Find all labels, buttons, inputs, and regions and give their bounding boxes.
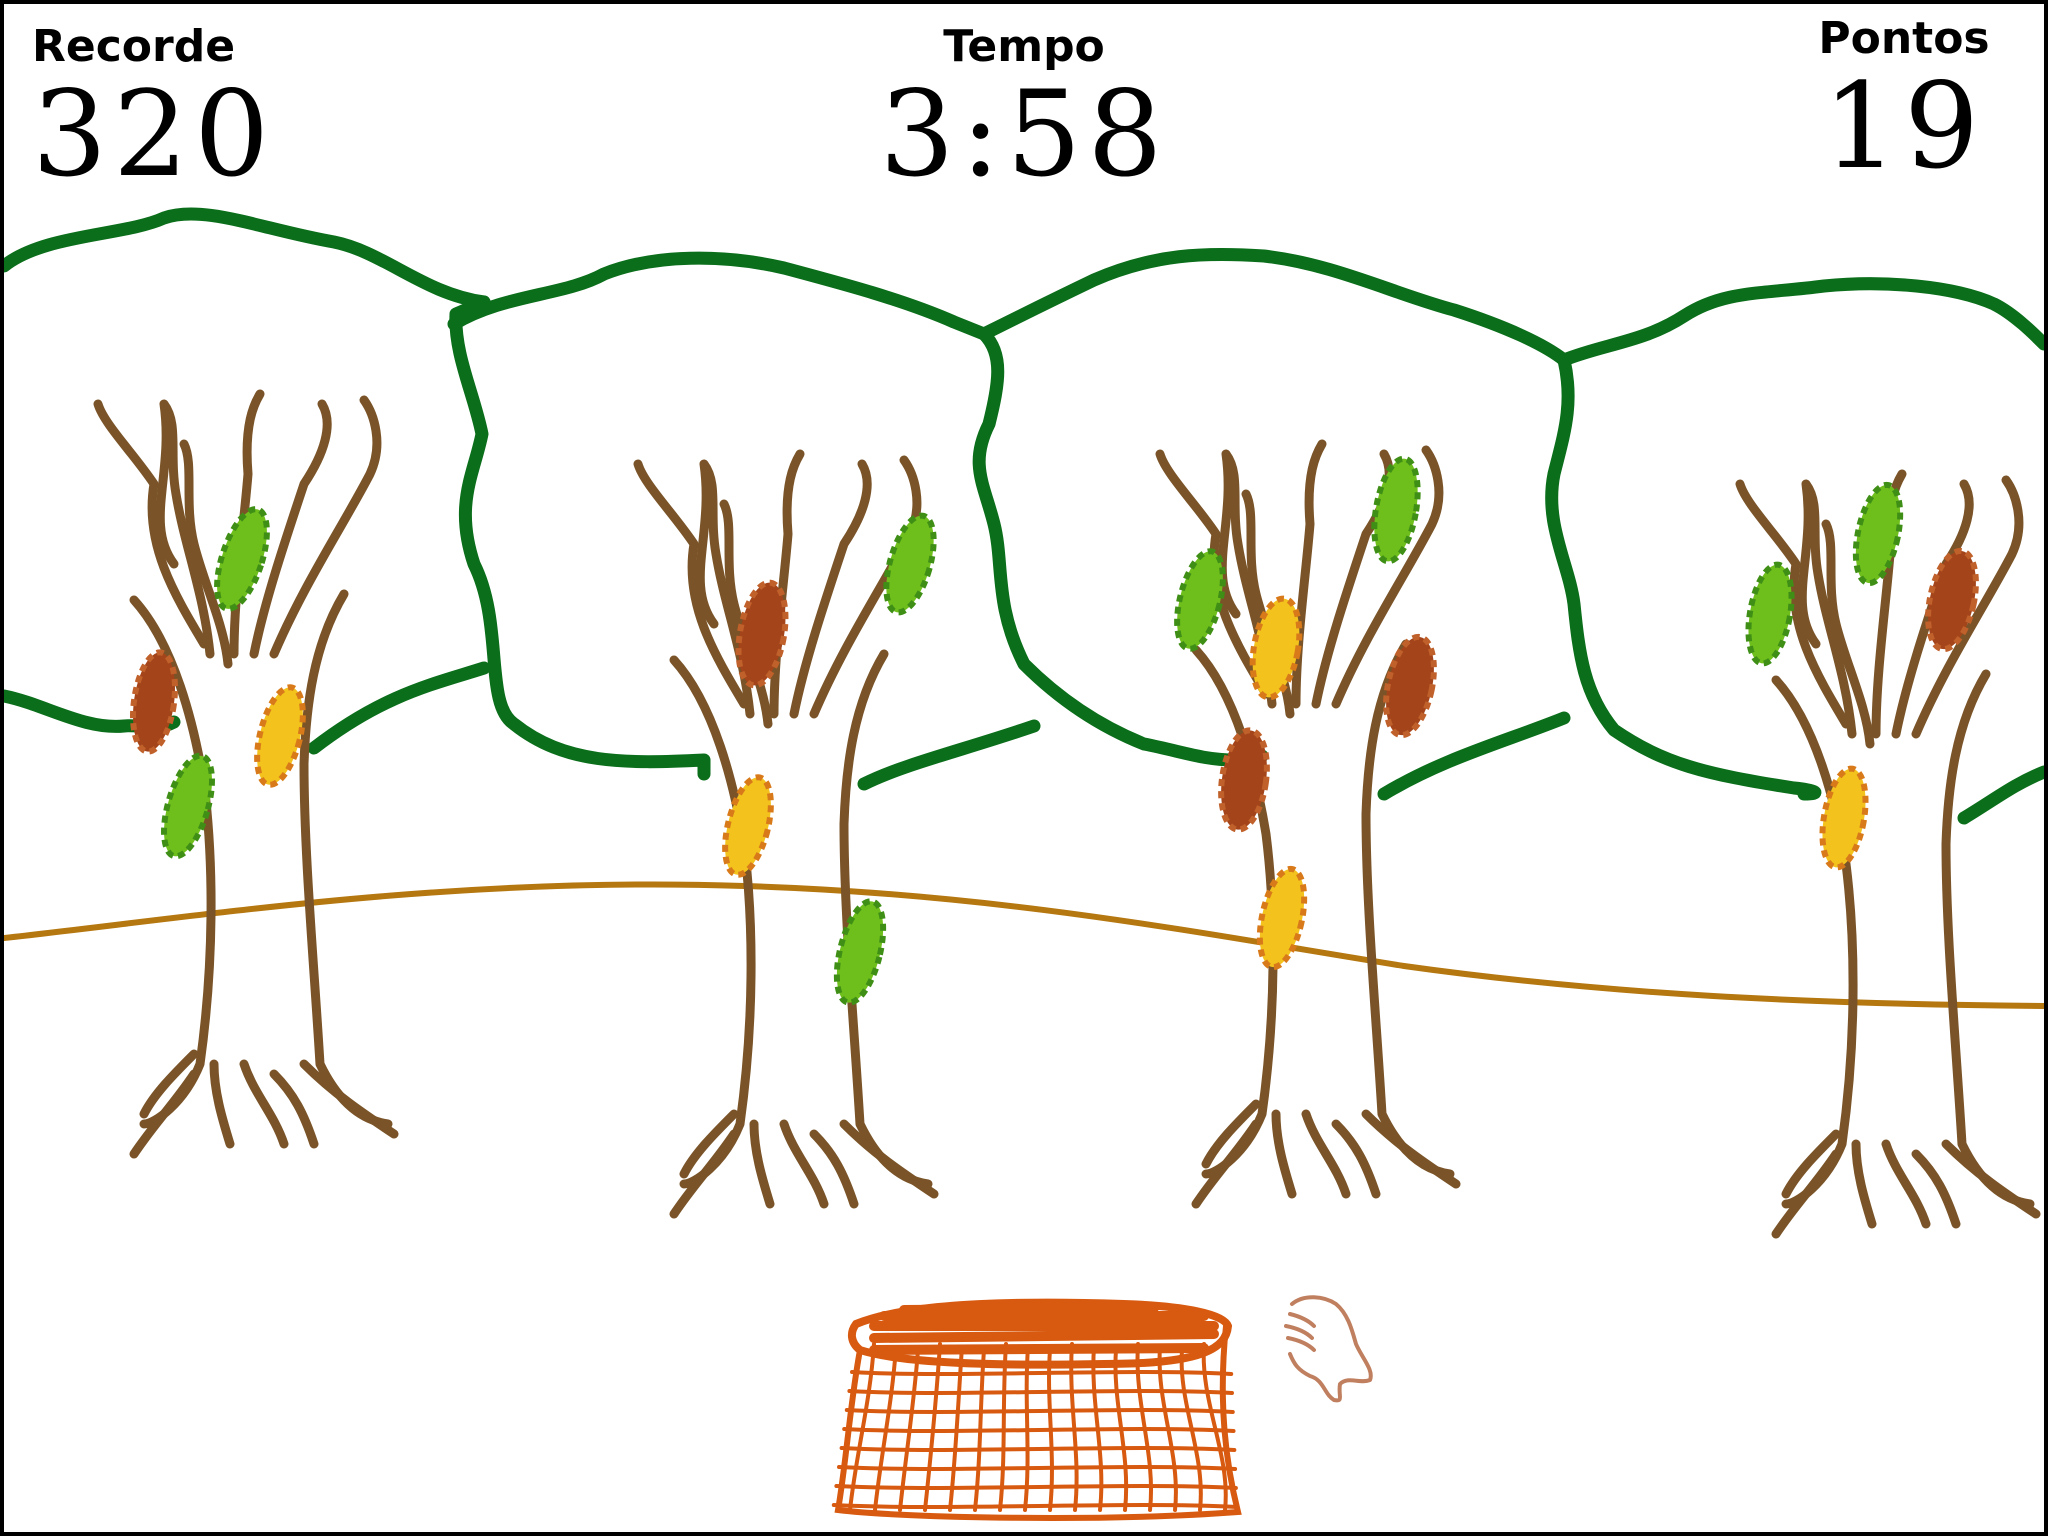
fruit-green[interactable]: [1848, 481, 1908, 587]
fruit-brown[interactable]: [127, 649, 181, 755]
score-label: Pontos: [1818, 13, 1990, 64]
fruit-green[interactable]: [877, 510, 943, 617]
fruits-group: [127, 455, 1984, 1008]
basket-icon[interactable]: [831, 1298, 1242, 1521]
fruit-brown[interactable]: [1920, 547, 1984, 654]
fruit-green[interactable]: [154, 751, 221, 862]
canopy-outline-1: [4, 207, 491, 309]
tree-1: [93, 389, 399, 1159]
fruit-green[interactable]: [828, 897, 892, 1008]
canopy-group: [4, 207, 2044, 825]
canopy-outline-4: [449, 295, 711, 781]
score-panel: Pontos 19: [1784, 13, 2024, 195]
fruit-green[interactable]: [1367, 455, 1424, 565]
fruit-yellow[interactable]: [716, 773, 779, 880]
fruit-brown[interactable]: [1215, 727, 1272, 833]
timer-label: Tempo: [943, 21, 1105, 72]
canopy-outline-6: [1545, 353, 1822, 801]
trees-group: [93, 389, 2041, 1239]
fruit-green[interactable]: [1742, 561, 1799, 667]
canopy-outline-7: [1377, 277, 2044, 825]
fruit-green[interactable]: [207, 503, 277, 614]
record-value: 320: [32, 65, 276, 203]
canopy-outline-5: [857, 247, 1571, 791]
canopy-outline-2: [4, 661, 491, 755]
fruit-yellow[interactable]: [1246, 595, 1307, 701]
fruit-green[interactable]: [1168, 547, 1231, 654]
hand-cursor-icon: [1284, 1295, 1373, 1403]
orchard-scene: [4, 207, 2044, 1521]
fruit-yellow[interactable]: [1252, 865, 1312, 971]
fruit-brown[interactable]: [1378, 633, 1442, 740]
record-panel: Recorde 320: [32, 21, 276, 203]
ground-line: [4, 881, 2044, 1009]
score-value: 19: [1822, 57, 1986, 195]
timer-value: 3:58: [879, 65, 1169, 203]
fruit-yellow[interactable]: [1816, 765, 1873, 871]
record-label: Recorde: [32, 21, 236, 72]
timer-panel: Tempo 3:58: [844, 21, 1204, 203]
fruit-brown[interactable]: [731, 579, 792, 689]
canopy-outline-3: [447, 251, 1269, 767]
fruit-yellow[interactable]: [248, 683, 311, 790]
